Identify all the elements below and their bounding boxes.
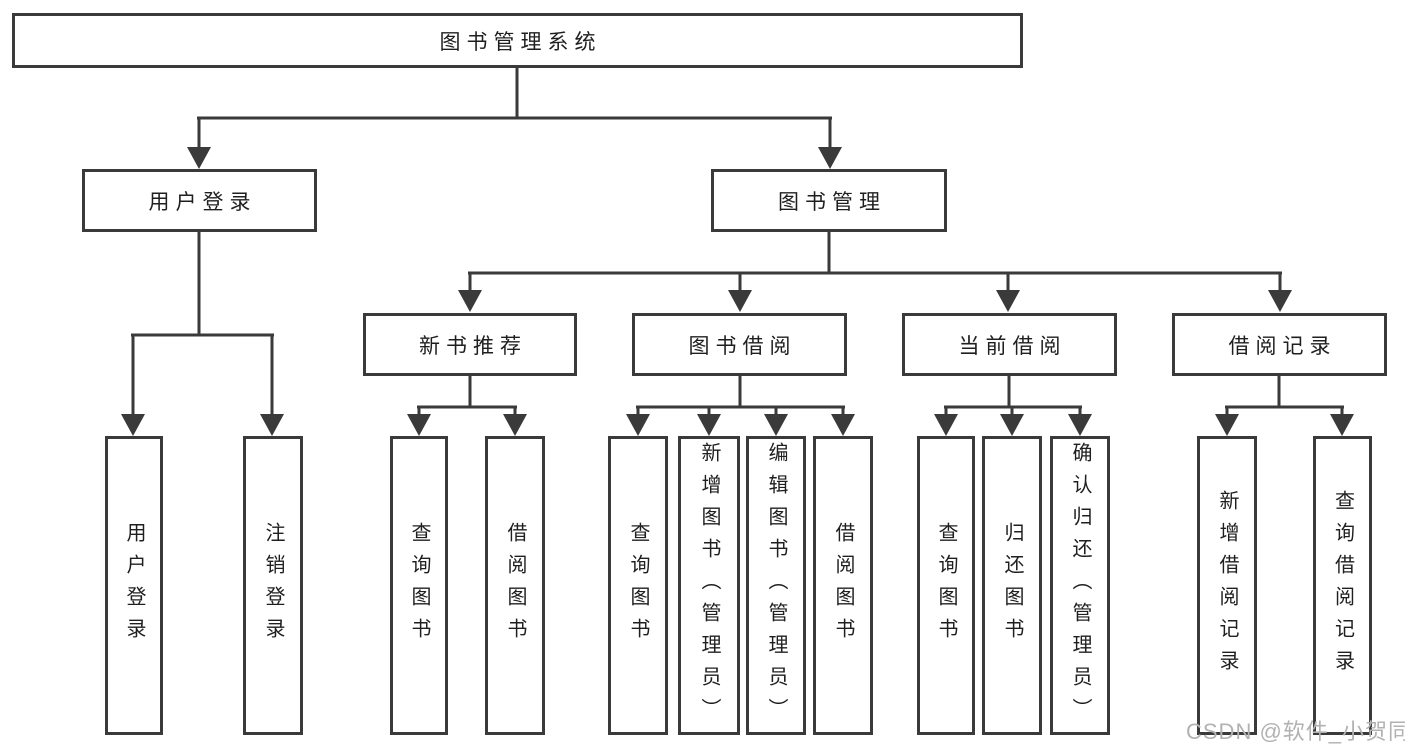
- leaf-logout: 注销登录: [243, 436, 303, 735]
- leaf-edit-book-admin-label: 编辑图书（管理员）: [765, 441, 787, 730]
- leaf-query-borrow-record: 查询借阅记录: [1313, 436, 1372, 735]
- leaf-add-borrow-record-label: 新增借阅记录: [1216, 489, 1238, 682]
- leaf-edit-book-admin: 编辑图书（管理员）: [746, 436, 806, 735]
- leaf-confirm-return-admin: 确认归还（管理员）: [1050, 436, 1110, 735]
- leaf-add-book-admin: 新增图书（管理员）: [678, 436, 740, 735]
- node-borrowing-records: 借阅记录: [1172, 313, 1387, 376]
- connector-lines: [131, 68, 1344, 418]
- node-book-borrowing-label: 图书借阅: [688, 334, 797, 358]
- node-root-label: 图书管理系统: [439, 30, 602, 54]
- leaf-user-login-label: 用户登录: [123, 521, 145, 650]
- leaf-query-books-recommend: 查询图书: [390, 436, 448, 735]
- leaf-query-books-borrowing-label: 查询图书: [627, 521, 649, 650]
- leaf-borrow-books-recommend: 借阅图书: [485, 436, 545, 735]
- node-root: 图书管理系统: [12, 13, 1023, 68]
- node-new-book-recommend: 新书推荐: [363, 313, 577, 376]
- leaf-borrow-books-borrowing: 借阅图书: [813, 436, 873, 735]
- node-current-borrowing-label: 当前借阅: [958, 334, 1067, 358]
- leaf-query-books-borrowing: 查询图书: [608, 436, 668, 735]
- leaf-query-borrow-record-label: 查询借阅记录: [1331, 489, 1354, 682]
- node-new-book-recommend-label: 新书推荐: [419, 334, 527, 358]
- node-user-login-label: 用户登录: [148, 190, 257, 214]
- node-current-borrowing: 当前借阅: [902, 313, 1117, 376]
- leaf-query-books-current: 查询图书: [917, 436, 975, 735]
- leaf-query-books-current-label: 查询图书: [935, 521, 957, 650]
- node-book-borrowing: 图书借阅: [632, 313, 847, 376]
- node-borrowing-records-label: 借阅记录: [1228, 334, 1337, 358]
- leaf-logout-label: 注销登录: [262, 521, 284, 650]
- leaf-borrow-books-recommend-label: 借阅图书: [504, 521, 526, 650]
- leaf-confirm-return-admin-label: 确认归还（管理员）: [1069, 441, 1091, 730]
- csdn-watermark: CSDN @软件_小贺同学: [1186, 719, 1405, 744]
- leaf-query-books-recommend-label: 查询图书: [408, 521, 430, 650]
- leaf-add-book-admin-label: 新增图书（管理员）: [698, 441, 720, 730]
- node-book-management-label: 图书管理: [778, 190, 886, 214]
- leaf-return-books-label: 归还图书: [1001, 521, 1023, 650]
- leaf-add-borrow-record: 新增借阅记录: [1197, 436, 1257, 735]
- node-user-login: 用户登录: [82, 169, 317, 232]
- leaf-borrow-books-borrowing-label: 借阅图书: [832, 521, 854, 650]
- leaf-return-books: 归还图书: [982, 436, 1042, 735]
- node-book-management: 图书管理: [711, 169, 947, 232]
- leaf-user-login: 用户登录: [105, 436, 163, 735]
- connector-arrowheads-icon: [121, 147, 1354, 436]
